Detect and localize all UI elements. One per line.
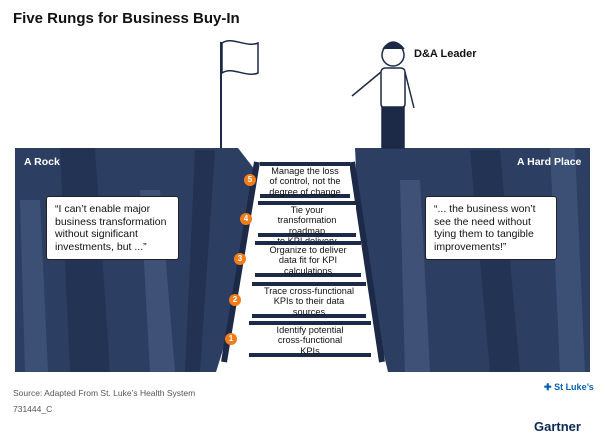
quote-line: “I can’t enable major — [55, 203, 151, 215]
rung-number-badge: 2 — [229, 294, 241, 306]
page-title: Five Rungs for Business Buy-In — [13, 10, 240, 27]
quote-line: without significant — [55, 228, 138, 240]
quote-line: tying them to tangible — [434, 228, 534, 240]
gartner-logo: Gartner — [534, 419, 581, 434]
rung-line: roadmap — [288, 225, 326, 236]
rung-line: Identify potential — [276, 325, 344, 335]
right-quote-bubble: “... the business won’t see the need wit… — [425, 196, 557, 260]
rung-number-badge: 5 — [244, 174, 256, 186]
leader-figure — [351, 41, 415, 149]
quote-line: see the need without — [434, 215, 531, 228]
stlukes-logo-text: St Luke’s — [554, 382, 594, 392]
rung-line: cross-functional — [277, 335, 343, 346]
quote-line: business transformation — [55, 215, 167, 228]
rung-number-badge: 3 — [234, 253, 246, 265]
stlukes-logo: ✚ St Luke’s — [544, 382, 594, 393]
rung-number-badge: 1 — [225, 333, 237, 345]
rung-line: data fit for KPI — [278, 255, 338, 266]
quote-line: “... the business won’t — [434, 203, 536, 215]
rung-line: transformation — [277, 215, 337, 226]
source-note: Source: Adapted From St. Luke’s Health S… — [13, 388, 196, 398]
left-cliff-label: A Rock — [24, 156, 60, 168]
ladder-rail-right — [349, 161, 385, 363]
rung-line: of control, not the — [269, 176, 341, 187]
rung-line: degree of change — [269, 186, 341, 197]
rung-number-badge: 4 — [240, 213, 252, 225]
rung-line: calculations — [283, 265, 332, 276]
left-cliff — [15, 148, 255, 372]
rung-line: Organize to deliver — [269, 245, 347, 255]
rung-line: Trace cross-functional — [263, 286, 355, 296]
right-cliff-label: A Hard Place — [517, 156, 582, 168]
quote-line: improvements!” — [434, 240, 507, 253]
rung-line: KPIs — [300, 345, 320, 356]
leader-label: D&A Leader — [414, 48, 477, 60]
rung-line: Manage the loss — [271, 166, 339, 176]
rung-line: sources — [292, 306, 326, 317]
rung-line: Tie your — [290, 205, 324, 215]
left-quote-bubble: “I can’t enable major business transform… — [46, 196, 179, 260]
quote-line: investments, but ...” — [55, 240, 147, 253]
cross-icon: ✚ — [544, 382, 552, 392]
flag — [221, 40, 259, 75]
rung-line: KPIs to their data — [273, 296, 345, 307]
rung-4: Tie yourtransformationroadmapto KPI deli… — [258, 201, 356, 246]
figure-code: 731444_C — [13, 404, 53, 414]
